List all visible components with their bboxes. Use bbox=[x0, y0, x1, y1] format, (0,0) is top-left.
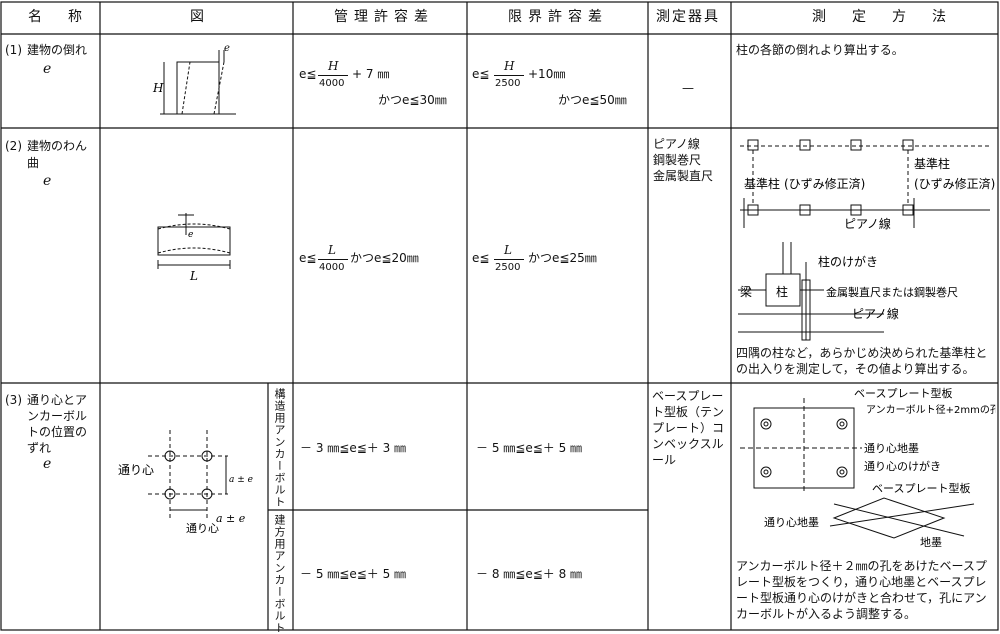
header-figure: 図 bbox=[190, 9, 210, 25]
row2-fig-std-col-right: 基準柱 bbox=[914, 156, 950, 171]
row3-limit-erection: － 8 ㎜≦e≦＋ 8 ㎜ bbox=[476, 567, 583, 581]
row1-number: (1) bbox=[5, 43, 22, 57]
row2-variable: e bbox=[43, 173, 52, 189]
header-instrument: 測定器具 bbox=[656, 9, 720, 25]
row2-fig-beam: 梁 bbox=[740, 284, 752, 299]
row2-name-line1: 建物のわん bbox=[27, 139, 88, 153]
row1-mgmt-denominator: 4000 bbox=[319, 78, 345, 89]
row2-fig-std-note-right: (ひずみ修正済) bbox=[914, 176, 995, 191]
row1-fig-e: e bbox=[224, 43, 230, 54]
row1-mgmt-numerator: H bbox=[328, 59, 339, 73]
row3-sub-erection: 建方用アンカーボルト bbox=[273, 514, 286, 634]
row2-fig-ruler: 金属製直尺または鋼製巻尺 bbox=[826, 285, 958, 299]
header-limit-tolerance: 限界許容差 bbox=[508, 9, 608, 25]
row3-fig-baseplate-2: ベースプレート型板 bbox=[872, 481, 970, 495]
row3-fig-a1: a ± e bbox=[229, 475, 253, 485]
row2-mgmt-prefix: e≦ bbox=[299, 251, 317, 265]
row2-fig-column-mark: 柱のけがき bbox=[818, 254, 878, 269]
row3-method: アンカーボルト径＋２㎜の孔をあけたベースプレート型板をつくり，通り心地墨とベース… bbox=[736, 559, 987, 621]
row1-mgmt-cap: かつe≦30㎜ bbox=[378, 93, 447, 107]
row3-fig-ground-ink: 地墨 bbox=[920, 536, 942, 549]
row2-mgmt-fraction-bar bbox=[318, 259, 348, 260]
row2-mgmt-numerator: L bbox=[328, 243, 336, 257]
row2-method: 四隅の柱など，あらかじめ決められた基準柱との出入りを測定して，その値より算出する… bbox=[736, 346, 988, 376]
row1-tilt-diagram: H e bbox=[152, 43, 236, 115]
row3-variable: e bbox=[43, 456, 52, 472]
row2-number: (2) bbox=[5, 139, 22, 153]
row3-mgmt-erection: － 5 ㎜≦e≦＋ 5 ㎜ bbox=[300, 567, 407, 581]
row3-mgmt-structural: － 3 ㎜≦e≦＋ 3 ㎜ bbox=[300, 441, 407, 455]
row1-limit-prefix: e≦ bbox=[472, 67, 490, 81]
row3-sub-structural: 構造用アンカーボルト bbox=[273, 388, 286, 508]
row3-fig-axis-ink: 通り心地墨 bbox=[864, 442, 919, 455]
row3-fig-axis-mark: 通り心のけがき bbox=[864, 459, 941, 473]
row1-limit-numerator: H bbox=[504, 59, 515, 73]
row2-method-diagram: 基準柱 (ひずみ修正済) 基準柱 (ひずみ修正済) ピアノ線 柱のけがき 梁 柱… bbox=[738, 139, 995, 341]
row2-fig-std-note-left: (ひずみ修正済) bbox=[784, 176, 865, 191]
row1-limit-denominator: 2500 bbox=[495, 78, 521, 89]
row1-mgmt-fraction-bar bbox=[318, 75, 348, 76]
row3-name: 通り心とアンカーボルトの位置のずれ bbox=[27, 393, 88, 455]
row1-mgmt-plus: + 7 ㎜ bbox=[352, 67, 390, 81]
row2-instrument-1: ピアノ線 bbox=[653, 137, 700, 151]
row2-limit-numerator: L bbox=[504, 243, 512, 257]
row2-bend-diagram: e L bbox=[157, 213, 231, 283]
row2-limit-cap: かつe≦25㎜ bbox=[528, 251, 597, 265]
row2-instrument-3: 金属製直尺 bbox=[653, 169, 714, 183]
row2-mgmt-cap: かつe≦20㎜ bbox=[350, 251, 419, 265]
row1-variable: e bbox=[43, 61, 52, 77]
row3-anchor-diagram: 通り心 a ± e a ± e 通り心 bbox=[118, 430, 253, 535]
row3-fig-axis-label-2: 通り心 bbox=[186, 522, 219, 535]
row2-limit-fraction-bar bbox=[494, 259, 524, 260]
row3-method-diagram: ベースプレート型板 アンカーボルト径+2mmの孔をあける 通り心地墨 通り心のけ… bbox=[740, 386, 996, 549]
row3-fig-hole: アンカーボルト径+2mmの孔をあける bbox=[866, 403, 996, 416]
row1-limit-fraction-bar bbox=[494, 75, 524, 76]
row3-fig-axis-ink-2: 通り心地墨 bbox=[764, 516, 819, 529]
row2-fig-column: 柱 bbox=[776, 284, 788, 299]
row1-method: 柱の各節の倒れより算出する。 bbox=[736, 43, 904, 57]
row2-fig-piano-wire: ピアノ線 bbox=[844, 216, 891, 231]
row3-instrument: ベースプレート型板（テンプレート）コンベックスルール bbox=[652, 389, 725, 467]
row2-fig-piano-wire-2: ピアノ線 bbox=[852, 306, 899, 321]
row1-instrument: — bbox=[682, 81, 694, 95]
row3-fig-baseplate: ベースプレート型板 bbox=[854, 386, 952, 400]
row2-instrument-2: 鋼製巻尺 bbox=[653, 153, 702, 167]
row1-name: 建物の倒れ bbox=[27, 43, 88, 57]
row2-name-line2: 曲 bbox=[27, 156, 40, 170]
row3-fig-a2: a ± e bbox=[216, 512, 246, 525]
header-mgmt-tolerance: 管理許容差 bbox=[334, 9, 434, 25]
row2-mgmt-denominator: 4000 bbox=[319, 262, 345, 273]
row2-fig-e: e bbox=[188, 230, 193, 240]
row1-fig-h: H bbox=[152, 81, 164, 95]
row3-limit-structural: － 5 ㎜≦e≦＋ 5 ㎜ bbox=[476, 441, 583, 455]
row2-fig-l: L bbox=[189, 269, 198, 283]
row3-fig-axis-label: 通り心 bbox=[118, 463, 154, 477]
row3-number: (3) bbox=[5, 393, 22, 407]
row1-limit-cap: かつe≦50㎜ bbox=[558, 93, 627, 107]
row2-limit-prefix: e≦ bbox=[472, 251, 490, 265]
row1-limit-plus: +10㎜ bbox=[528, 67, 566, 81]
header-name: 名 称 bbox=[28, 9, 88, 25]
header-method: 測 定 方 法 bbox=[812, 9, 952, 25]
row2-fig-std-col-left: 基準柱 bbox=[744, 176, 780, 191]
row1-mgmt-prefix: e≦ bbox=[299, 67, 317, 81]
row2-limit-denominator: 2500 bbox=[495, 262, 521, 273]
